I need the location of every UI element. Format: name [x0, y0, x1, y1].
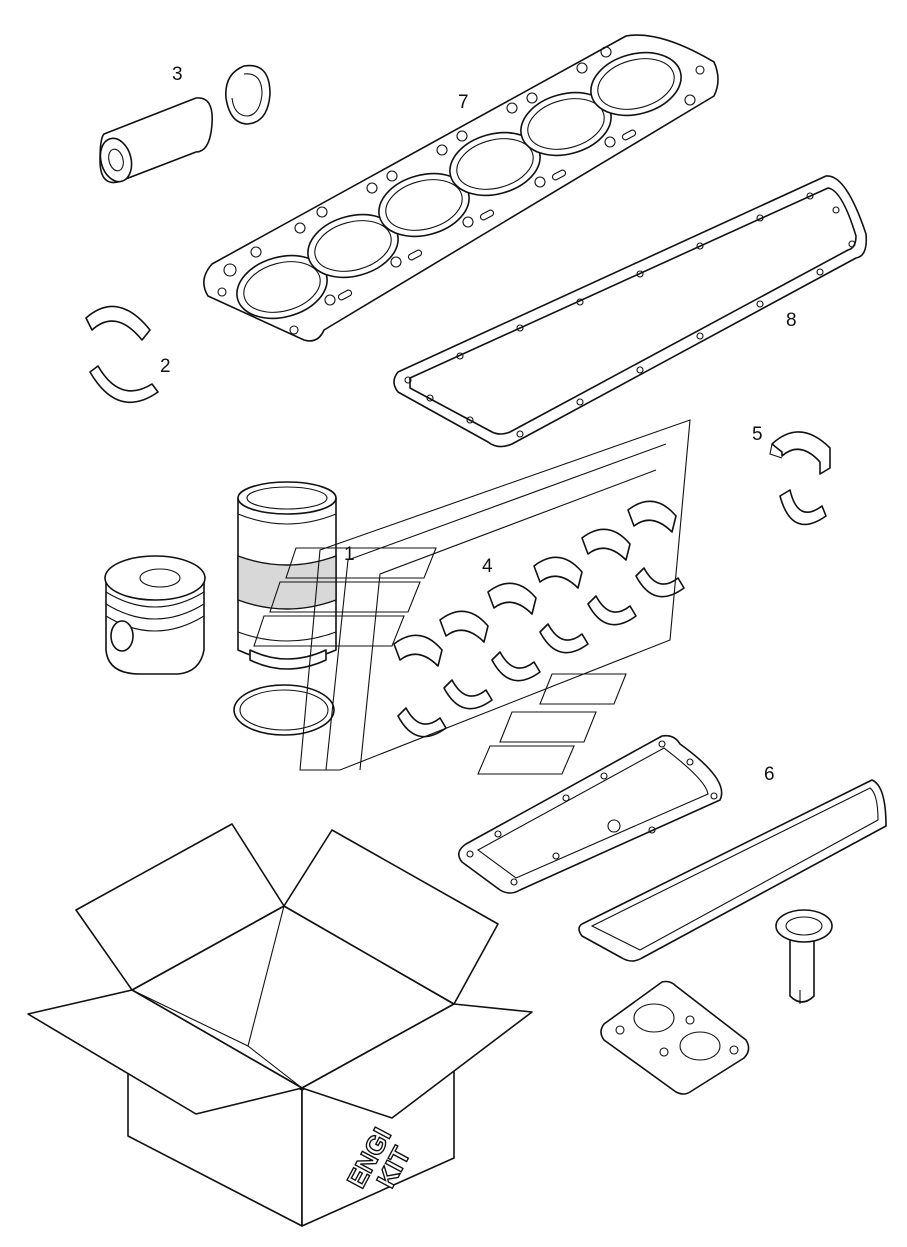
- thrust-bearing-upper: [769, 431, 831, 475]
- callout-6: 6: [764, 764, 775, 785]
- injector-sleeve: [775, 909, 833, 1004]
- snap-ring: [225, 64, 271, 125]
- piston-pin: [99, 97, 213, 184]
- main-bearing-set: [393, 500, 685, 738]
- oil-pan-gasket: [393, 175, 868, 448]
- thrust-bearing-lower: [779, 489, 827, 526]
- callout-8: 8: [786, 310, 797, 331]
- conrod-bearing-upper: [85, 305, 151, 341]
- conrod-bearing-lower: [89, 365, 159, 404]
- kit-outline-logo: [253, 419, 691, 775]
- flange-gasket: [600, 980, 750, 1095]
- piston: [104, 555, 206, 675]
- liner-seal-ring: [233, 684, 335, 736]
- cylinder-head-gasket: [203, 34, 719, 342]
- callout-2: 2: [160, 356, 171, 377]
- callout-7: 7: [458, 92, 469, 113]
- callout-5: 5: [752, 424, 763, 445]
- callout-1: 1: [344, 544, 355, 565]
- rocker-cover-gasket: [458, 734, 723, 894]
- callout-4: 4: [482, 556, 493, 577]
- callout-3: 3: [172, 64, 183, 85]
- intake-gasket: [578, 779, 887, 962]
- engine-kit-box: ENGI KIT: [27, 823, 533, 1227]
